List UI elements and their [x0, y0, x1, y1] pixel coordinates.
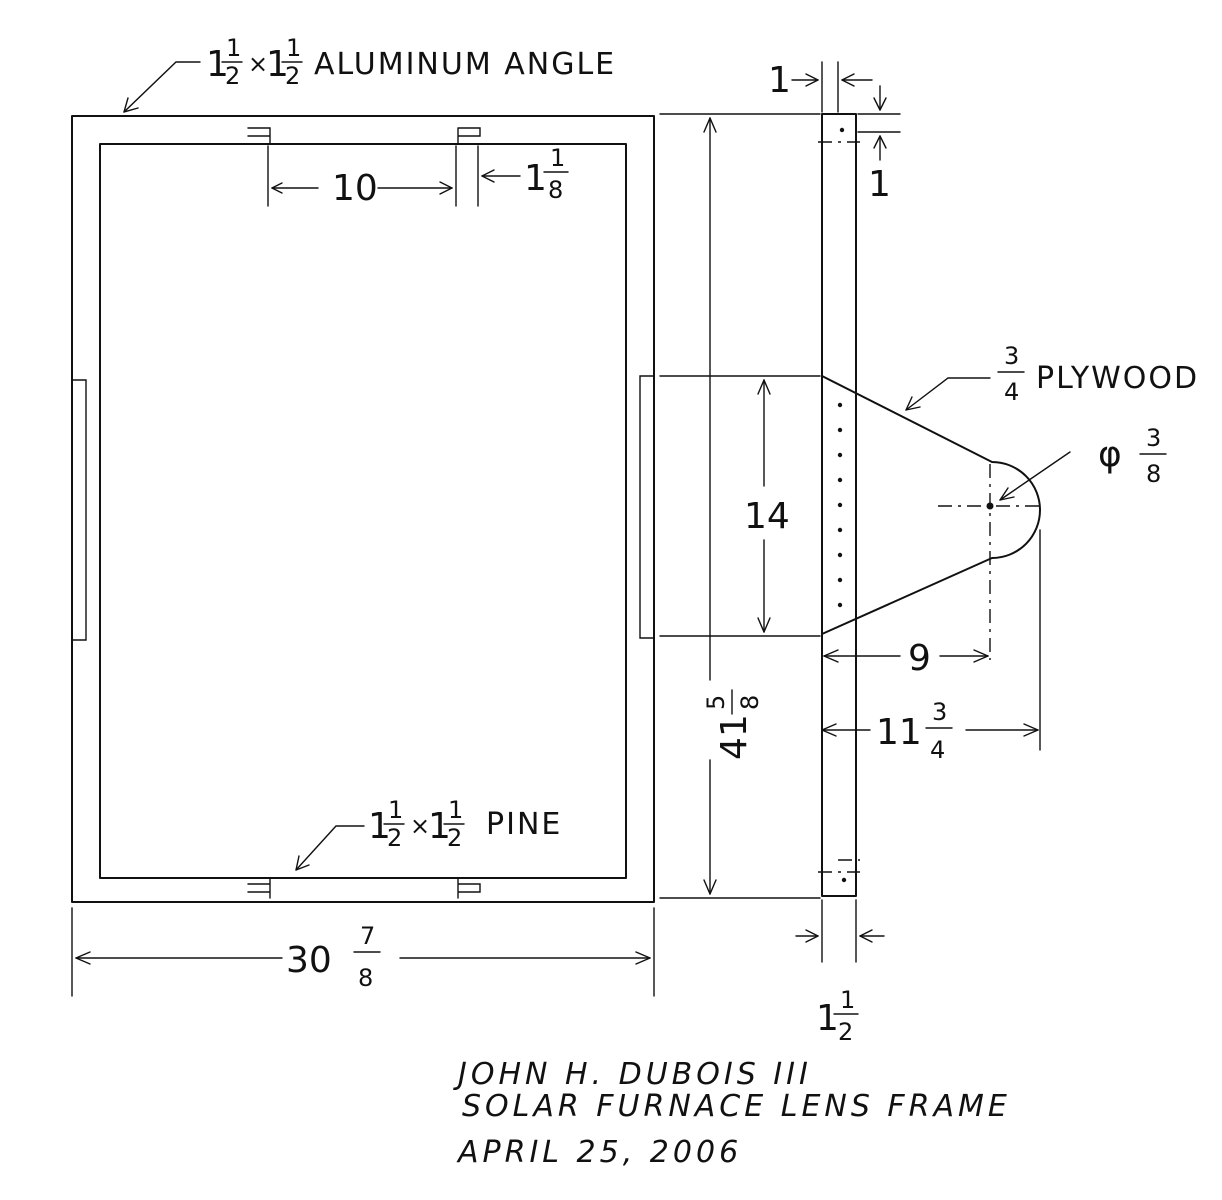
- dimension-gap: 1 1 8: [481, 144, 569, 204]
- svg-text:1: 1: [226, 34, 241, 62]
- dimension-14: 14: [659, 375, 821, 637]
- svg-text:8: 8: [736, 695, 764, 710]
- svg-text:1: 1: [868, 164, 891, 205]
- svg-text:1: 1: [524, 158, 547, 199]
- svg-text:1: 1: [206, 44, 229, 85]
- dim-10-text: 10: [332, 168, 378, 209]
- svg-text:9: 9: [908, 638, 931, 679]
- dimension-height: 41 5 8: [659, 113, 821, 899]
- pine-inner-frame: [99, 143, 627, 879]
- svg-text:4: 4: [930, 736, 945, 764]
- svg-text:7: 7: [360, 922, 375, 950]
- svg-text:3: 3: [932, 698, 947, 726]
- svg-text:1: 1: [368, 806, 391, 847]
- label-pine: 1 1 2 × 1 1 2 PINE: [295, 796, 562, 871]
- svg-text:14: 14: [744, 496, 790, 537]
- svg-text:4: 4: [1004, 378, 1019, 406]
- svg-text:5: 5: [702, 695, 730, 710]
- svg-text:2: 2: [225, 62, 240, 90]
- dimension-10: 10: [267, 145, 479, 209]
- svg-text:2: 2: [447, 824, 462, 852]
- svg-text:1: 1: [816, 998, 839, 1039]
- plywood-bracket: [821, 375, 1041, 751]
- svg-text:30: 30: [286, 940, 332, 981]
- right-mount-stub: [639, 375, 655, 639]
- top-tab-right: [457, 127, 481, 145]
- dimension-width: 30 7 8: [71, 907, 655, 997]
- bottom-tab-right: [457, 877, 481, 899]
- label-hole: φ 3 8: [999, 424, 1167, 501]
- svg-text:41: 41: [714, 714, 755, 760]
- svg-text:×: ×: [410, 812, 430, 840]
- bottom-tab-left: [247, 877, 271, 899]
- svg-text:1: 1: [840, 986, 855, 1014]
- dimension-thickness: 1 1 2: [795, 899, 885, 1046]
- front-view: [71, 115, 655, 903]
- date: APRIL 25, 2006: [456, 1135, 742, 1170]
- author: JOHN H. DUBOIS III: [453, 1057, 812, 1092]
- side-view: [818, 61, 860, 897]
- svg-text:PINE: PINE: [486, 807, 562, 842]
- svg-text:1: 1: [550, 144, 565, 172]
- svg-text:1: 1: [448, 796, 463, 824]
- svg-text:1: 1: [428, 806, 451, 847]
- svg-text:PLYWOOD: PLYWOOD: [1036, 361, 1199, 396]
- svg-text:8: 8: [358, 964, 373, 992]
- svg-text:1: 1: [266, 44, 289, 85]
- svg-text:2: 2: [838, 1018, 853, 1046]
- dimension-top-1: 1: [768, 60, 873, 101]
- label-aluminum-angle: 1 1 2 × 1 1 2 ALUMINUM ANGLE: [123, 34, 616, 113]
- svg-text:1: 1: [286, 34, 301, 62]
- svg-text:2: 2: [285, 62, 300, 90]
- subject: SOLAR FURNACE LENS FRAME: [462, 1089, 1011, 1124]
- svg-text:1: 1: [768, 60, 791, 101]
- label-plywood: 3 4 PLYWOOD: [905, 342, 1199, 411]
- svg-text:×: ×: [248, 50, 268, 78]
- aluminum-angle-outline: [71, 115, 655, 903]
- dimension-reach: 11 3 4: [821, 698, 1039, 764]
- svg-text:2: 2: [387, 824, 402, 852]
- title-block: JOHN H. DUBOIS III SOLAR FURNACE LENS FR…: [453, 1057, 1011, 1170]
- dimension-side-1: 1: [857, 85, 901, 205]
- side-profile: [821, 113, 857, 897]
- svg-text:8: 8: [1146, 460, 1161, 488]
- svg-text:11: 11: [876, 712, 922, 753]
- svg-text:1: 1: [388, 796, 403, 824]
- left-mount-stub: [71, 379, 87, 641]
- svg-text:3: 3: [1004, 342, 1019, 370]
- dimension-9: 9: [821, 638, 989, 679]
- pivot-hole: [986, 502, 994, 510]
- svg-text:8: 8: [548, 176, 563, 204]
- svg-text:ALUMINUM ANGLE: ALUMINUM ANGLE: [314, 47, 616, 82]
- svg-text:φ: φ: [1098, 434, 1122, 475]
- svg-text:3: 3: [1146, 424, 1161, 452]
- top-tab-left: [247, 127, 271, 145]
